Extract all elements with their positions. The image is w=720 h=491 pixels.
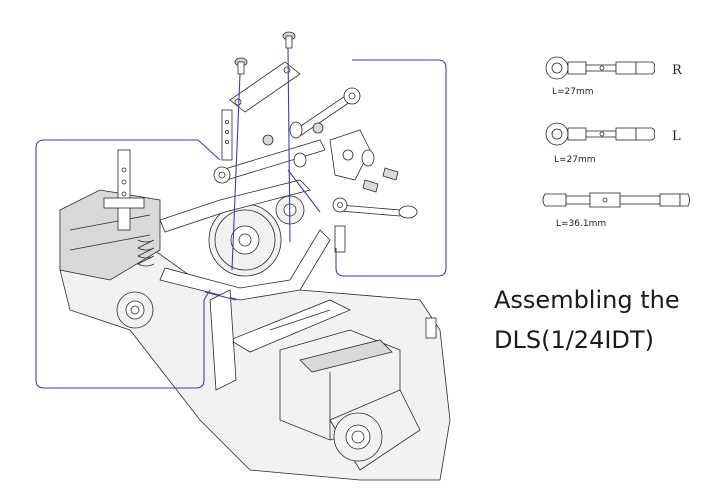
exploded-parts xyxy=(213,31,418,219)
callout-lines xyxy=(35,47,447,389)
heading-line-2: DLS(1/24IDT) xyxy=(494,326,654,354)
link-r-side: R xyxy=(672,63,683,78)
gear xyxy=(208,203,282,277)
link-reference-r: L=27mm R xyxy=(545,56,683,97)
spring xyxy=(137,239,155,267)
heading-line-1: Assembling the xyxy=(494,286,680,314)
link-reference-long: L=36.1mm xyxy=(542,192,690,229)
link-reference-l: L=27mm L xyxy=(545,122,681,165)
screw-right xyxy=(282,31,296,49)
front-hub xyxy=(329,389,421,471)
link-r-length: L=27mm xyxy=(552,87,594,97)
link-l-side: L xyxy=(672,129,681,144)
chassis-drawing xyxy=(59,149,451,481)
link-long-length: L=36.1mm xyxy=(556,219,606,229)
screw-left xyxy=(234,57,248,75)
link-l-length: L=27mm xyxy=(554,155,596,165)
